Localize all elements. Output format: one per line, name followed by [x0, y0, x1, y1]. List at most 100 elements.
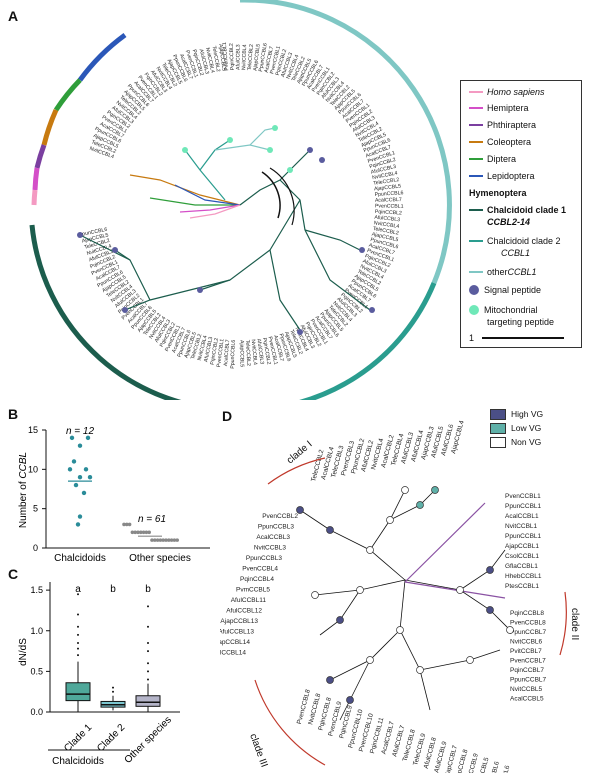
- tree-dot: [122, 307, 128, 313]
- tree-leaf-label: AcalCCBL7: [375, 197, 402, 204]
- tree-leaf-label: PqinCCBL2: [375, 209, 403, 217]
- tree-leaf-label: PpunCCBL6: [374, 190, 403, 198]
- tree-leaf-label: AfulCCBL12: [226, 608, 262, 615]
- vg-legend: High VG Low VG Non VG: [490, 407, 543, 449]
- tree-leaf-label: TeleCCBL2: [211, 45, 221, 72]
- tree-node: [416, 666, 424, 674]
- tree-leaf-label: AcalCCBL7: [264, 46, 275, 74]
- high-vg-swatch: [490, 408, 506, 420]
- data-point: [144, 530, 149, 535]
- tree-dot: [287, 167, 293, 173]
- legend-lepidoptera: Lepidoptera: [487, 171, 535, 181]
- cat-clade1: Clade 1: [62, 722, 94, 754]
- non-vg-label: Non VG: [511, 437, 542, 447]
- tree-leaf-label: HhebCCBL1: [505, 573, 542, 580]
- tree-leaf-label: NvitCCBL4: [250, 339, 258, 365]
- tree-dot: [267, 147, 273, 153]
- tree-panel-d: PvenCCBL1PpunCCBL1AcalCCBL1NvitCCBL1Ppun…: [220, 420, 580, 773]
- tree-leaf-label: PqinCCBL2: [210, 337, 220, 365]
- tree-leaf-label: AjapCCBL1: [505, 543, 539, 550]
- tree-leaf-label: PqinCCBL4: [240, 576, 274, 583]
- coleoptera-swatch: [469, 141, 483, 143]
- clade-iii-label: clade III: [247, 732, 269, 769]
- tree-leaf-label: PpunCCBL6: [230, 340, 237, 369]
- tree-dot: [227, 137, 233, 143]
- outlier-point: [77, 633, 79, 636]
- tree-node: [401, 486, 409, 494]
- panel-c-ylabel: dN/dS: [18, 638, 29, 666]
- x-cat-other: Other species: [129, 553, 191, 564]
- legend-panel-a: Homo sapiens Hemiptera Phthiraptera Cole…: [460, 80, 582, 348]
- other-swatch: [469, 271, 483, 273]
- data-point: [85, 435, 91, 441]
- clade2-swatch: [469, 240, 483, 242]
- tree-leaf-label: GflaCCBL1: [505, 563, 538, 570]
- lepidoptera-swatch: [469, 175, 483, 177]
- box: [135, 695, 161, 707]
- tree-dot: [77, 232, 83, 238]
- tree-leaf-label: AfulCCBL14: [220, 650, 246, 657]
- tree-leaf-label: AfulCCBL3: [370, 164, 396, 176]
- tree-leaf-label: PpunCCBL3: [246, 555, 283, 562]
- tree-node: [486, 606, 494, 614]
- tree-node: [366, 656, 374, 664]
- sig-letter-1: a: [75, 584, 81, 595]
- tree-leaf-label: PvenCCBL2: [262, 513, 298, 520]
- data-point: [73, 482, 79, 488]
- data-point: [161, 538, 165, 542]
- tree-leaf-label: TeleCCBL2: [373, 177, 400, 187]
- tree-leaf-label: AfulCCBL3: [203, 336, 214, 362]
- data-point: [125, 522, 129, 527]
- y-tick-label: 1.0: [30, 626, 43, 636]
- tree-leaf-label: AcalCCBL7: [223, 339, 231, 366]
- legend-clade2-line1: Chalcidoid clade 2: [487, 236, 561, 246]
- outlier-point: [112, 686, 114, 689]
- tree-node: [431, 486, 439, 494]
- tree-leaf-label: AfulCCBL13: [220, 629, 254, 636]
- outlier-point: [77, 593, 79, 596]
- tree-dot: [369, 307, 375, 313]
- clade1-swatch: [469, 209, 483, 211]
- diptera-swatch: [469, 158, 483, 160]
- sig-letter-2: b: [110, 584, 116, 595]
- tree-leaf-label: PvitCCBL7: [510, 648, 542, 655]
- signal-dot: [469, 285, 479, 295]
- outlier-point: [77, 641, 79, 644]
- non-vg-swatch: [490, 436, 506, 448]
- homo-swatch: [469, 91, 483, 93]
- tree-leaf-label: PpunCCBL3: [258, 524, 295, 531]
- data-point: [83, 467, 89, 472]
- tree-node: [366, 546, 374, 554]
- legend-diptera: Diptera: [487, 154, 517, 164]
- legend-mito1: Mitochondrial: [484, 305, 538, 315]
- data-point: [130, 530, 135, 535]
- panel-label-b: B: [8, 406, 19, 422]
- data-point: [77, 443, 83, 448]
- tree-leaf-label: AcalCCBL1: [505, 513, 539, 520]
- tree-node: [486, 566, 494, 574]
- outlier-point: [77, 647, 79, 650]
- y-tick-label: 5: [33, 504, 38, 514]
- tree-leaf-label: PvenCCBL4: [242, 566, 278, 573]
- tree-dot: [359, 247, 365, 253]
- outlier-point: [147, 670, 149, 673]
- tree-leaf-label: PvenCCBL1: [216, 338, 225, 367]
- tree-leaf-label: AjapCCBL5: [374, 184, 402, 193]
- y-tick-label: 0.5: [30, 666, 43, 676]
- tree-dot: [319, 157, 325, 163]
- tree-node: [356, 586, 364, 594]
- tree-leaf-label: PvenCCBL1: [505, 493, 541, 500]
- tree-leaf-label: NvitCCBL1: [505, 523, 538, 530]
- tree-leaf-label: PvmCCBL5: [236, 587, 270, 594]
- legend-other-gene: CCBL1: [507, 267, 537, 277]
- cat-clade2: Clade 2: [95, 722, 127, 754]
- data-point: [167, 538, 171, 542]
- tree-node: [296, 506, 304, 514]
- tree-leaf-label: NvitCCBL6: [496, 764, 511, 773]
- y-tick-label: 15: [28, 425, 38, 435]
- tree-leaf-label: NvitCCBL5: [510, 686, 543, 693]
- tree-leaf-label: PpunCCBL1: [505, 503, 542, 510]
- data-point: [81, 490, 87, 496]
- outlier-point: [77, 613, 79, 616]
